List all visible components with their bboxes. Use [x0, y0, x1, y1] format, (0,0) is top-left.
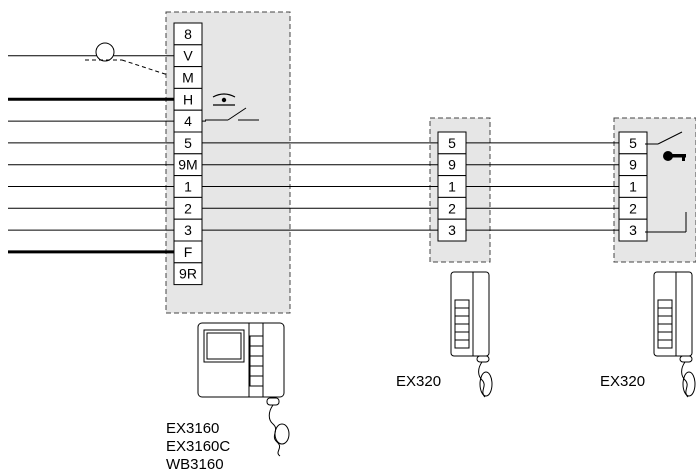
- terminal-label-main-5: 5: [184, 135, 192, 151]
- terminal-label-main-m: M: [182, 70, 194, 86]
- monitor-model-3: WB3160: [166, 456, 224, 473]
- wires: [8, 55, 619, 254]
- handset-1-terminal-label-3: 3: [448, 222, 456, 238]
- handset-2-terminal-3: [618, 218, 648, 242]
- video-monitor: [197, 322, 290, 457]
- terminal-label-main-9r: 9R: [179, 266, 197, 282]
- handset-2-terminal-block: 5 9 1 2 3: [618, 131, 648, 242]
- handset-1-terminal-3: [437, 218, 467, 242]
- handset-2-terminal-label-3: 3: [629, 222, 637, 238]
- handset-1-terminal-label-2: 2: [448, 200, 456, 216]
- handset-1-model: EX320: [396, 373, 442, 390]
- terminal-label-main-8: 8: [184, 26, 192, 42]
- handset-2-phone: [653, 271, 696, 398]
- terminal-label-main-1: 1: [184, 179, 192, 195]
- terminal-label-main-v: V: [183, 48, 193, 64]
- handset-1-terminal-block: 5 9 1 2 3: [437, 131, 467, 242]
- terminal-label-main-2: 2: [184, 200, 192, 216]
- terminal-label-main-h: H: [183, 91, 193, 107]
- handset-1-terminal-label-1: 1: [448, 179, 456, 195]
- terminal-label-main-f: F: [184, 244, 193, 260]
- bell-push-icon: [205, 93, 259, 121]
- handset-1-phone: [450, 271, 493, 398]
- relay-switch-icon: [645, 131, 687, 233]
- handset-1-terminal-label-5: 5: [448, 135, 456, 151]
- handset-2-terminal-label-2: 2: [629, 200, 637, 216]
- terminal-label-main-3: 3: [184, 222, 192, 238]
- lock-release-icon: [85, 42, 169, 76]
- monitor-model-2: EX3160C: [166, 438, 231, 455]
- door-key-icon: [663, 151, 686, 161]
- terminal-label-main-9m: 9M: [178, 157, 197, 173]
- terminal-label-main-4: 4: [184, 113, 192, 129]
- monitor-model-1: EX3160: [166, 420, 220, 437]
- handset-1-terminal-label-9: 9: [448, 157, 456, 173]
- handset-2-terminal-label-1: 1: [629, 179, 637, 195]
- handset-2-terminal-label-5: 5: [629, 135, 637, 151]
- terminal-main-9r: [173, 262, 203, 286]
- handset-2-model: EX320: [600, 373, 646, 390]
- handset-2-terminal-label-9: 9: [629, 157, 637, 173]
